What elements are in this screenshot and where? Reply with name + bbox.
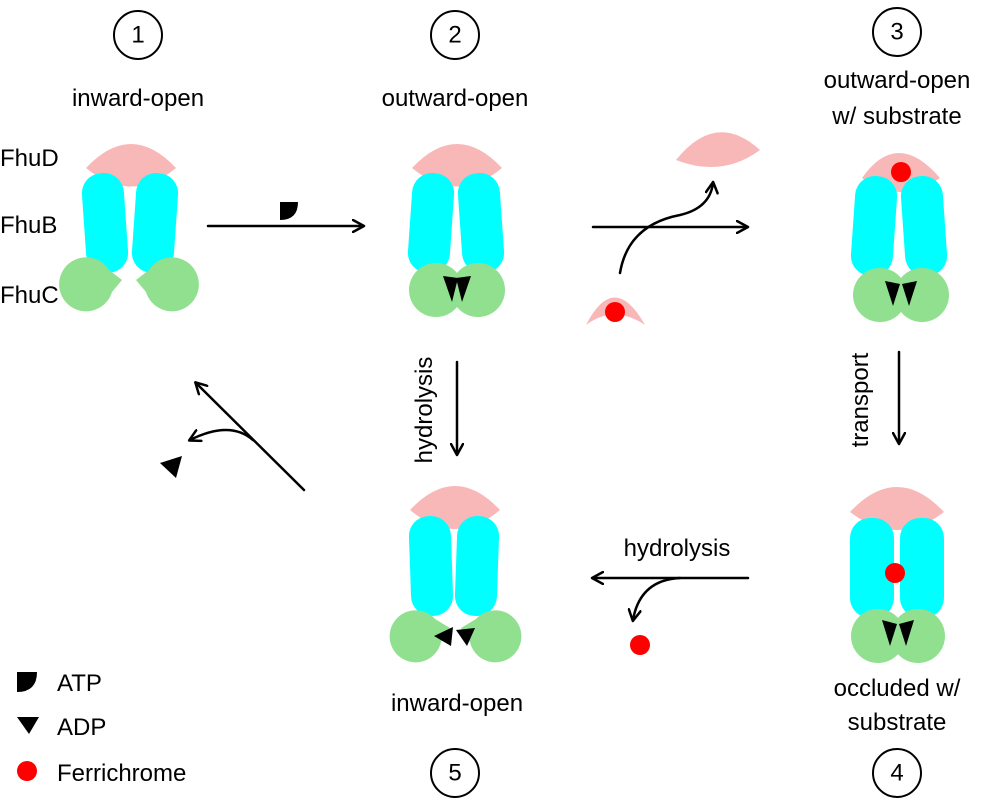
fhuc-subunit-right — [895, 268, 949, 322]
state-label-2: outward-open — [382, 85, 529, 112]
fhuc-subunit-left — [409, 263, 463, 317]
transporter-inward-open-5 — [389, 486, 522, 663]
arrow-2-to-3 — [586, 132, 760, 325]
atp-legend-icon — [17, 672, 37, 692]
state-label-3-line1: outward-open — [824, 67, 971, 94]
legend-atp-label: ATP — [57, 670, 102, 697]
fhub-subunit-right — [900, 518, 944, 618]
hydrolysis-label-2-5: hydrolysis — [411, 357, 438, 464]
legend-item-adp: ADP — [17, 714, 106, 741]
ferrichrome-bound — [891, 162, 911, 182]
step-number-2: 2 — [430, 10, 480, 60]
svg-text:5: 5 — [448, 760, 461, 787]
fhuc-subunit-left — [59, 257, 122, 312]
fhub-subunit-left — [408, 515, 454, 617]
atp-bound-right — [456, 276, 471, 302]
fhub-subunit-right — [457, 173, 505, 273]
fhub-subunit-left — [81, 173, 129, 273]
transporter-inward-open-1 — [59, 144, 199, 312]
svg-text:2: 2 — [448, 22, 461, 49]
state-label-5: inward-open — [391, 690, 523, 717]
arrow-4-to-5: hydrolysis — [593, 535, 750, 655]
fhuc-subunit-left — [389, 610, 450, 663]
adp-legend-icon — [17, 717, 39, 734]
transporter-outward-open-2 — [407, 144, 505, 317]
legend-ferrichrome-label: Ferrichrome — [57, 760, 186, 787]
fhuc-subunit-right — [891, 609, 945, 663]
fhuc-subunit-right — [136, 257, 199, 312]
atp-bound-left — [443, 276, 458, 302]
ferrichrome-occluded — [885, 563, 905, 583]
state-label-3-line2: w/ substrate — [831, 103, 961, 130]
adp-icon-released — [160, 456, 182, 478]
atp-bound-left — [885, 281, 900, 306]
fhub-subunit-right — [900, 176, 948, 276]
svg-text:3: 3 — [890, 19, 903, 46]
arrow-1-to-2 — [206, 202, 363, 226]
transporter-occluded-substrate-4 — [850, 487, 945, 663]
atp-bound-right — [899, 620, 914, 646]
fhub-subunit-left — [850, 518, 894, 618]
legend: ATP ADP Ferrichrome — [17, 670, 186, 787]
fhud-label: FhuD — [0, 145, 59, 172]
atp-bound-right — [902, 281, 917, 306]
arrow-5-to-1 — [160, 383, 306, 492]
fhuc-subunit-left — [851, 609, 905, 663]
arrow-2-to-5: hydrolysis — [411, 357, 457, 464]
arrow-3-to-4: transport — [847, 350, 899, 447]
fhuc-label: FhuC — [0, 282, 59, 309]
step-number-5: 5 — [430, 748, 480, 798]
svg-text:4: 4 — [890, 760, 903, 787]
svg-text:1: 1 — [131, 22, 144, 49]
step-number-4: 4 — [872, 748, 922, 798]
adp-bound-right — [456, 628, 475, 646]
atp-icon-incoming — [280, 202, 298, 220]
state-label-4-line2: substrate — [848, 709, 947, 736]
legend-item-atp: ATP — [17, 670, 102, 697]
step-number-1: 1 — [113, 10, 163, 60]
transport-label-3-4: transport — [847, 352, 874, 447]
adp-bound-left — [434, 627, 453, 646]
legend-adp-label: ADP — [57, 714, 106, 741]
fhuc-subunit-right — [451, 263, 505, 317]
step-number-3: 3 — [872, 7, 922, 57]
transporter-outward-open-substrate-3 — [850, 153, 949, 322]
atp-bound-left — [882, 620, 897, 646]
fhuc-subunit-left — [853, 268, 907, 322]
fhub-subunit-right — [454, 515, 500, 617]
ferrichrome-on-fhud — [605, 302, 625, 322]
fhud-released — [676, 132, 760, 168]
fhub-subunit-right — [131, 173, 179, 273]
state-label-4-line1: occluded w/ — [834, 675, 961, 702]
hydrolysis-label-4-5: hydrolysis — [624, 535, 731, 562]
legend-item-ferrichrome: Ferrichrome — [17, 760, 186, 787]
state-label-1: inward-open — [72, 85, 204, 112]
fhub-label: FhuB — [0, 212, 57, 239]
ferrichrome-legend-icon — [17, 761, 37, 781]
fhub-subunit-left — [407, 173, 455, 273]
fhuc-subunit-right — [461, 610, 522, 663]
fhub-subunit-left — [850, 176, 898, 276]
ferrichrome-released — [630, 635, 650, 655]
